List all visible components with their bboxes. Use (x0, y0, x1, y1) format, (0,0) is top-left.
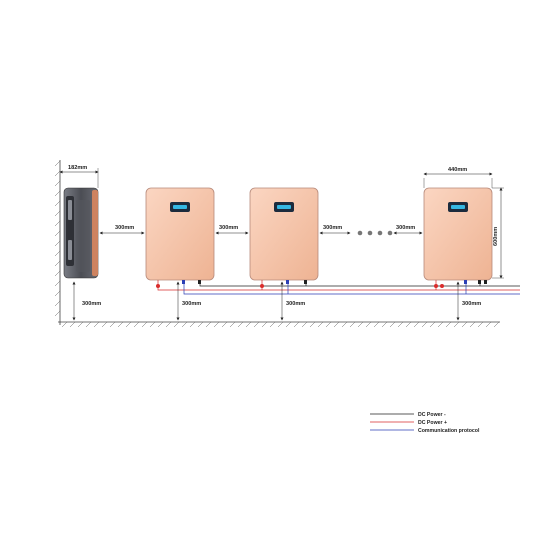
ground-hatch-line (493, 321, 500, 328)
cable-dc-negative (199, 280, 520, 287)
ground-hatch-line (485, 321, 492, 328)
ground-hatch-line (133, 321, 140, 328)
dim-side-depth: 182mm (59, 165, 99, 188)
dim-gap-3: 300mm (319, 225, 351, 235)
ground-hatch-line (93, 321, 100, 328)
ground-hatch-line (149, 321, 156, 328)
ground-hatch-line (421, 321, 428, 328)
gap-3-label: 300mm (323, 225, 342, 231)
legend-item-communication: Communication protocol (370, 428, 480, 434)
side-view-unit (63, 187, 99, 279)
cable-communication (183, 280, 520, 295)
ground-hatch-line (101, 321, 108, 328)
dim-unit-height: 600mm (492, 187, 504, 279)
ground-hatch-line (397, 321, 404, 328)
ground-hatch-line (293, 321, 300, 328)
ground-hatch-line (333, 321, 340, 328)
bottom-4-label: 300mm (462, 301, 481, 307)
ground-hatch-line (245, 321, 252, 328)
ground-hatch-line (469, 321, 476, 328)
unit-height-label: 600mm (493, 227, 499, 246)
bottom-1-label: 300mm (82, 301, 101, 307)
ground-hatch-line (61, 321, 68, 328)
ground-hatch-line (437, 321, 444, 328)
ground-hatch-line (309, 321, 316, 328)
ground-hatch-line (373, 321, 380, 328)
ground-hatch-line (429, 321, 436, 328)
ground-hatch-line (381, 321, 388, 328)
dim-bottom-side: 300mm (72, 281, 101, 321)
ground-hatch-line (453, 321, 460, 328)
ground-hatch-line (221, 321, 228, 328)
bottom-3-label: 300mm (286, 301, 305, 307)
dim-unit-width: 440mm (423, 167, 493, 188)
ground-hatch-line (205, 321, 212, 328)
ground-hatch-line (173, 321, 180, 328)
ground-hatch-line (85, 321, 92, 328)
ground-hatch-line (325, 321, 332, 328)
dim-bottom-unit-3: 300mm (456, 281, 481, 321)
ground-hatch-line (165, 321, 172, 328)
unit-width-label: 440mm (448, 167, 467, 173)
ground-hatch-line (461, 321, 468, 328)
dim-gap-1: 300mm (99, 225, 145, 235)
ground-hatch-line (365, 321, 372, 328)
gap-1-label: 300mm (115, 225, 134, 231)
ground-hatch-line (253, 321, 260, 328)
ellipsis-dots (357, 230, 393, 236)
cable-connectors (156, 280, 487, 288)
ground-hatch-line (445, 321, 452, 328)
ground-hatch-line (269, 321, 276, 328)
ground-hatch-line (69, 321, 76, 328)
ground-hatch-line (237, 321, 244, 328)
ground-hatch-line (181, 321, 188, 328)
ground-hatch-line (261, 321, 268, 328)
legend: DC Power - DC Power + Communication prot… (370, 412, 480, 434)
legend-item-dc-negative: DC Power - (370, 412, 446, 418)
gap-4-label: 300mm (396, 225, 415, 231)
legend-label-dc-positive: DC Power + (418, 420, 447, 426)
ground-hatch-line (229, 321, 236, 328)
battery-unit-2 (249, 187, 319, 281)
battery-unit-3 (423, 187, 493, 281)
ground-hatch-line (277, 321, 284, 328)
gap-2-label: 300mm (219, 225, 238, 231)
ground-hatch-line (357, 321, 364, 328)
side-depth-label: 182mm (68, 165, 87, 171)
ground-hatch-line (141, 321, 148, 328)
dim-bottom-unit-2: 300mm (280, 281, 305, 321)
ground-hatch-line (413, 321, 420, 328)
ground-hatch-line (477, 321, 484, 328)
ground-hatch-line (389, 321, 396, 328)
ground-hatch-line (405, 321, 412, 328)
ground-hatch-line (189, 321, 196, 328)
ground-hatch-line (117, 321, 124, 328)
ground-hatch-line (341, 321, 348, 328)
ground-hatch-line (125, 321, 132, 328)
bottom-2-label: 300mm (182, 301, 201, 307)
ground-hatch-line (285, 321, 292, 328)
ground-hatch-line (197, 321, 204, 328)
wall (54, 160, 61, 325)
ground-hatch-line (77, 321, 84, 328)
ground-hatch (61, 321, 500, 328)
ground-hatch-line (349, 321, 356, 328)
legend-item-dc-positive: DC Power + (370, 420, 447, 426)
ground (58, 321, 500, 328)
battery-unit-1 (145, 187, 215, 281)
ground-hatch-line (317, 321, 324, 328)
legend-label-dc-negative: DC Power - (418, 412, 446, 418)
ground-hatch-line (301, 321, 308, 328)
ground-hatch-line (157, 321, 164, 328)
ground-hatch-line (109, 321, 116, 328)
wall-hatch (54, 160, 61, 317)
ground-hatch-line (213, 321, 220, 328)
legend-label-communication: Communication protocol (418, 428, 480, 434)
dim-gap-4: 300mm (393, 225, 423, 235)
dim-gap-2: 300mm (215, 225, 249, 235)
dim-bottom-unit-1: 300mm (176, 281, 201, 321)
